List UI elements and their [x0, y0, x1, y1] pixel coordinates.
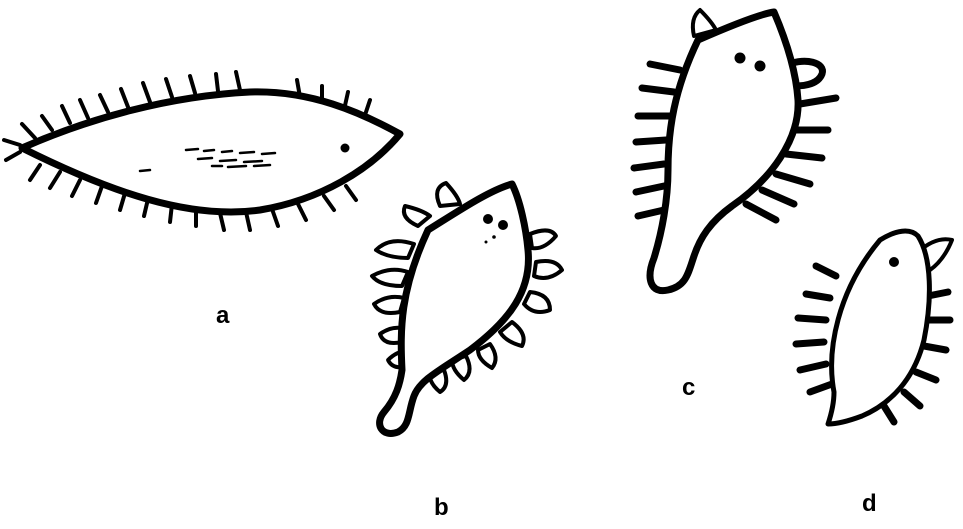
organism-a-nucleus: [341, 144, 350, 153]
organism-c-body: [650, 12, 798, 291]
label-d: d: [862, 492, 877, 516]
label-a: a: [216, 304, 229, 328]
organism-d: [796, 231, 952, 424]
organism-c-eyespot-2: [755, 61, 766, 72]
organism-b-granule-1: [492, 235, 496, 239]
organism-c-eyespot-1: [735, 53, 746, 64]
organism-a: [4, 72, 400, 230]
organism-d-eyespot: [889, 257, 899, 267]
label-c: c: [682, 376, 695, 400]
label-b: b: [434, 496, 449, 520]
organism-b-eyespot-1: [483, 214, 493, 224]
organism-b: [372, 183, 562, 433]
organism-b-granule-2: [485, 241, 488, 244]
organism-c: [634, 10, 836, 291]
organism-d-body: [828, 231, 929, 424]
organism-b-eyespot-2: [498, 220, 508, 230]
